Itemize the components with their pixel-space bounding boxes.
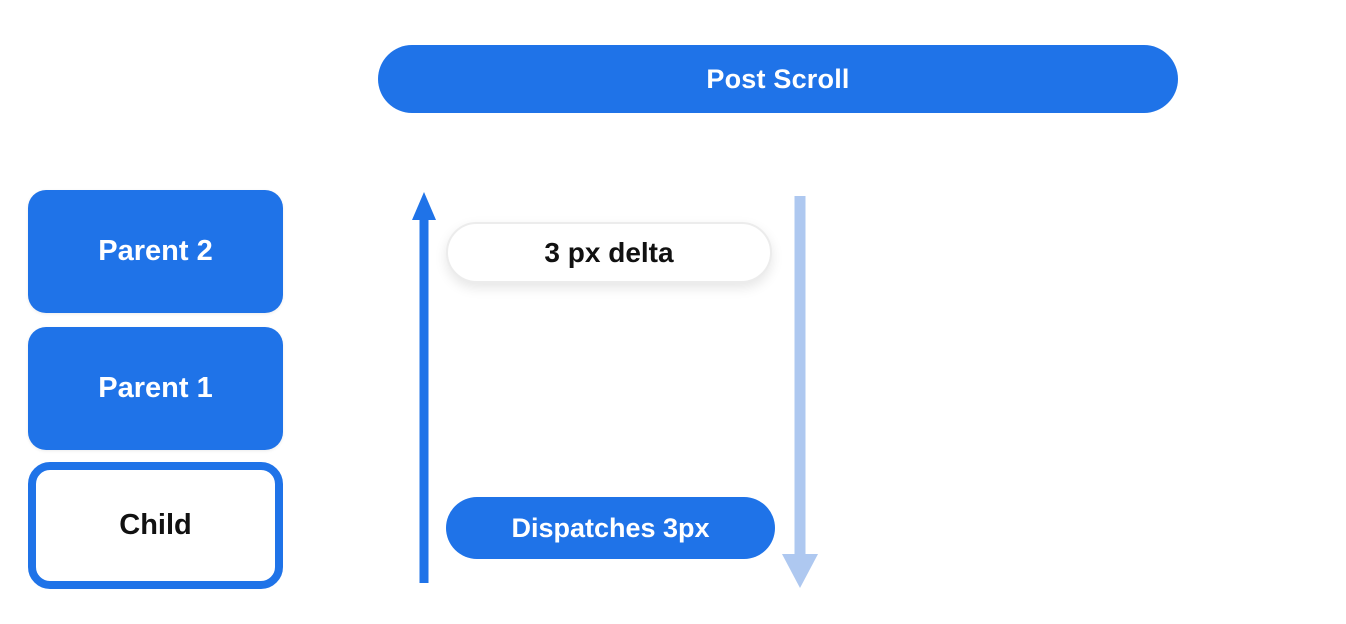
delta-pill: 3 px delta bbox=[446, 222, 772, 283]
dispatch-label: Dispatches 3px bbox=[511, 512, 710, 543]
parent-1-label: Parent 1 bbox=[98, 372, 213, 404]
delta-label: 3 px delta bbox=[544, 236, 674, 268]
dispatch-pill: Dispatches 3px bbox=[446, 497, 775, 559]
down-arrow-icon bbox=[782, 196, 818, 588]
parent-2-box: Parent 2 bbox=[28, 190, 283, 313]
post-scroll-label: Post Scroll bbox=[706, 63, 850, 94]
post-scroll-banner: Post Scroll bbox=[378, 45, 1178, 113]
parent-2-label: Parent 2 bbox=[98, 235, 213, 267]
parent-1-box: Parent 1 bbox=[28, 327, 283, 450]
up-arrow-icon bbox=[412, 192, 436, 583]
child-label: Child bbox=[119, 509, 192, 541]
child-box: Child bbox=[28, 462, 283, 589]
